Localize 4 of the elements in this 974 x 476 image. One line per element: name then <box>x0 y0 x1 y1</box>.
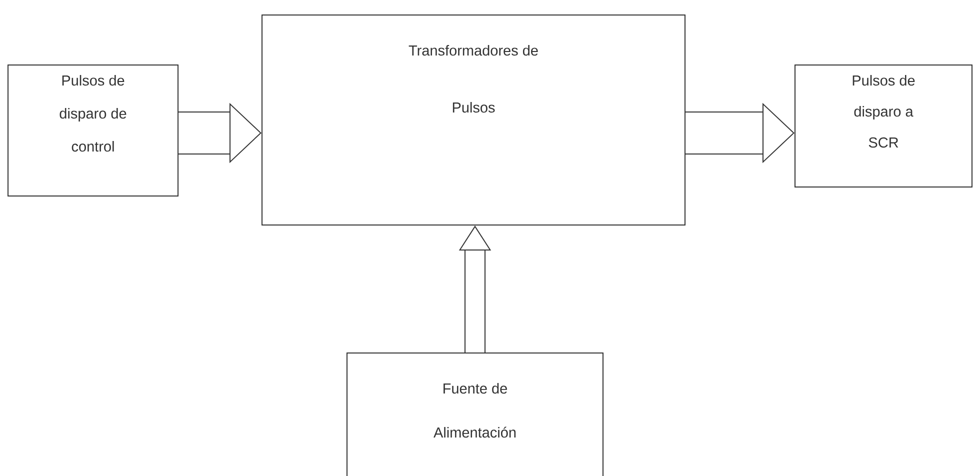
process-box: Pulsos de disparo de control <box>8 64 178 196</box>
process-box: Transformadores de Pulsos <box>262 14 686 226</box>
process-box: Pulsos de disparo a SCR <box>794 64 972 188</box>
process-box: Fuente de Alimentación <box>346 352 604 476</box>
